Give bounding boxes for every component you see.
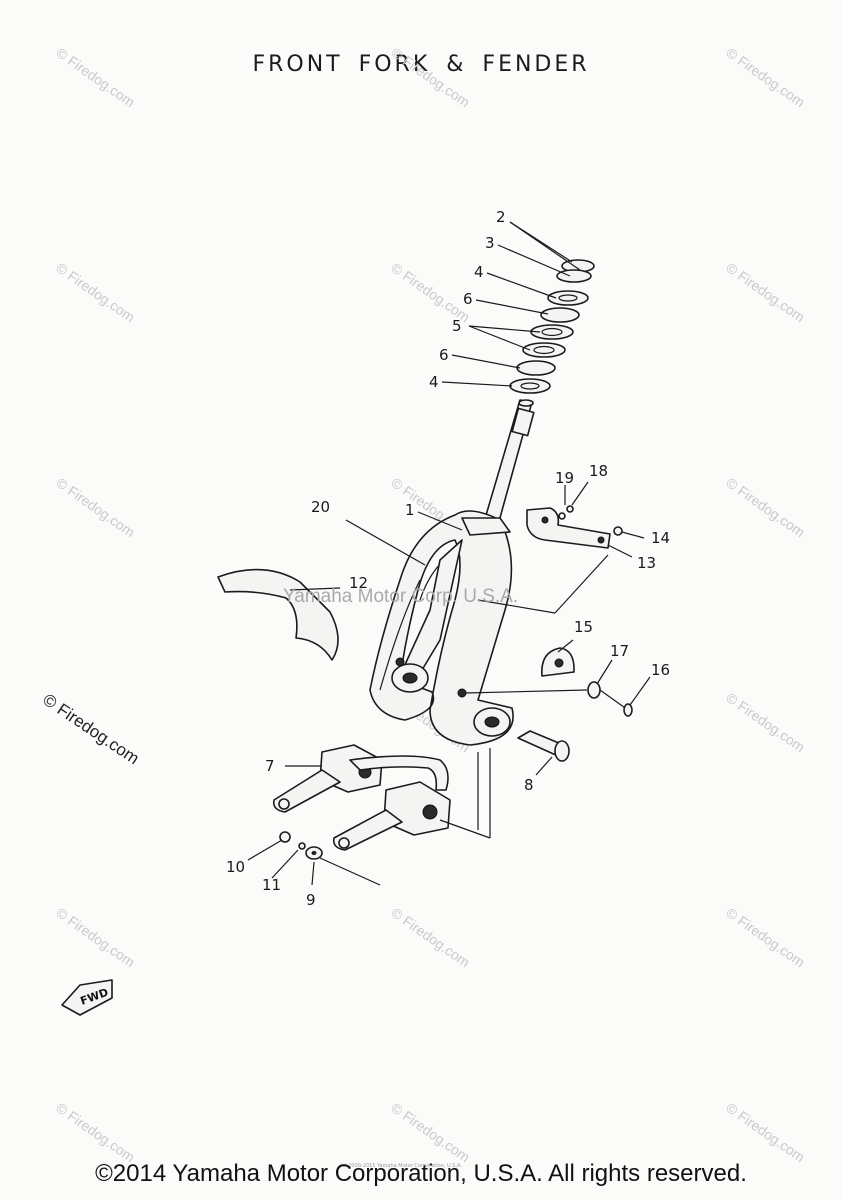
hardware-set xyxy=(279,831,323,860)
callout-16: 16 xyxy=(651,661,670,679)
watermark: © Firedog.com xyxy=(53,904,138,970)
callout-11: 11 xyxy=(262,876,281,894)
tiny-credit: (c) 2000-2015 Yamaha Motor Corporation, … xyxy=(340,1163,462,1169)
cover-plate xyxy=(541,647,575,677)
watermark: © Firedog.com xyxy=(723,44,808,110)
callout-6: 6 xyxy=(463,290,473,308)
pivot-shaft xyxy=(517,730,570,762)
diagram-title: FRONT FORK & FENDER xyxy=(252,52,590,77)
watermark: © Firedog.com xyxy=(53,259,138,325)
callout-5: 5 xyxy=(452,317,462,335)
ball-race-top xyxy=(547,290,589,306)
fwd-arrow-icon: FWD xyxy=(61,979,113,1016)
watermark: © Firedog.com xyxy=(723,1099,808,1165)
watermark: © Firedog.com xyxy=(388,1099,473,1165)
watermark: © Firedog.com xyxy=(53,474,138,540)
ball-bearing-set xyxy=(540,307,580,323)
fork-crown xyxy=(461,517,511,536)
callout-13: 13 xyxy=(637,554,656,572)
callout-10: 10 xyxy=(226,858,245,876)
callout-20: 20 xyxy=(311,498,330,516)
callout-9: 9 xyxy=(306,891,316,909)
callout-1: 1 xyxy=(405,501,415,519)
callout-18: 18 xyxy=(589,462,608,480)
watermark: © Firedog.com xyxy=(723,904,808,970)
watermark: © Firedog.com xyxy=(53,44,138,110)
callout-6-lower: 6 xyxy=(439,346,449,364)
callout-7: 7 xyxy=(265,757,275,775)
callout-15: 15 xyxy=(574,618,593,636)
axle-loop xyxy=(349,755,449,791)
leader-lines xyxy=(247,221,651,886)
callout-4-lower: 4 xyxy=(429,373,439,391)
callout-12: 12 xyxy=(349,574,368,592)
steering-bearing-stack xyxy=(509,259,595,394)
callout-14: 14 xyxy=(651,529,670,547)
fender-bracket xyxy=(526,505,623,549)
ball-race-lower xyxy=(522,342,566,358)
watermark: © Firedog.com xyxy=(723,259,808,325)
callout-19: 19 xyxy=(555,469,574,487)
steering-stem xyxy=(483,399,535,526)
ball-race-bottom xyxy=(509,378,551,394)
center-watermark: Yamaha Motor Corp. U.S.A. xyxy=(283,586,518,607)
link-arm-left xyxy=(272,744,383,813)
callout-labels: 2 3 4 6 5 6 4 19 18 20 1 14 13 12 15 17 … xyxy=(226,208,670,909)
watermark: © Firedog.com xyxy=(723,689,808,755)
fender-rod xyxy=(345,519,426,566)
callout-4: 4 xyxy=(474,263,484,281)
callout-2: 2 xyxy=(496,208,506,226)
front-fork xyxy=(369,510,514,746)
watermark: © Firedog.com xyxy=(723,474,808,540)
callout-3: 3 xyxy=(485,234,495,252)
axle-bolt xyxy=(587,681,633,717)
link-arm-right xyxy=(332,781,451,851)
callout-17: 17 xyxy=(610,642,629,660)
ball-bearing-set-lower xyxy=(516,360,556,376)
watermark: © Firedog.com xyxy=(388,44,473,110)
lock-washer xyxy=(556,269,592,283)
front-fender xyxy=(217,568,339,661)
callout-8: 8 xyxy=(524,776,534,794)
watermark: © Firedog.com xyxy=(388,904,473,970)
copyright-footer: ©2014 Yamaha Motor Corporation, U.S.A. A… xyxy=(95,1160,747,1187)
ball-race-upper xyxy=(530,324,574,340)
watermark: © Firedog.com xyxy=(388,259,473,325)
watermark: © Firedog.com xyxy=(53,1099,138,1165)
